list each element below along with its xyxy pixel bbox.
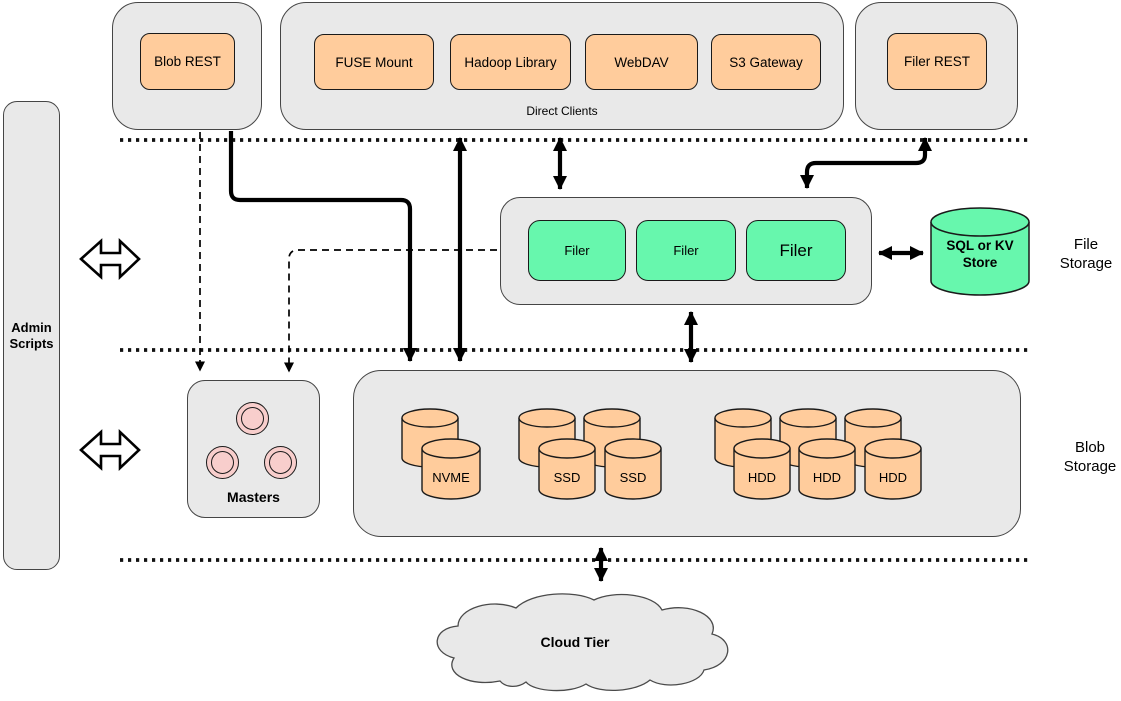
master-node-inner-icon	[241, 407, 264, 430]
dashed-filer-group-to-masters	[284, 249, 497, 373]
direct-clients-container: FUSE Mount Hadoop Library WebDAV S3 Gate…	[280, 2, 844, 130]
cloud-tier-label: Cloud Tier	[540, 634, 610, 650]
filer-node-1: Filer	[528, 220, 626, 281]
admin-file-storage-double-arrow-icon	[79, 237, 141, 281]
nvme-cylinder: NVME	[421, 438, 481, 500]
disk-cylinder-icon	[421, 438, 481, 500]
blob-storage-label: Blob Storage	[1063, 439, 1117, 475]
filer-rest-label: Filer REST	[903, 54, 970, 69]
disk-cylinder-icon	[798, 438, 856, 500]
webdav-node: WebDAV	[585, 34, 698, 90]
arrow-filer-rest-filer-group	[800, 137, 932, 189]
filer-label-1: Filer	[564, 243, 590, 258]
arrow-blob-rest-to-blob-storage	[228, 131, 417, 362]
hdd-cylinder-2: HDD	[798, 438, 856, 500]
filer-node-3: Filer	[746, 220, 846, 281]
admin-blob-storage-double-arrow-icon	[79, 428, 141, 472]
nvme-label: NVME	[432, 469, 470, 485]
filer-group-container: Filer Filer Filer	[500, 197, 872, 305]
hadoop-library-label: Hadoop Library	[464, 54, 557, 70]
master-node-icon	[236, 402, 269, 435]
blob-storage-container: NVME SSD	[353, 370, 1021, 537]
fuse-mount-label: FUSE Mount	[335, 54, 413, 70]
filer-node-2: Filer	[636, 220, 736, 281]
master-node-icon	[264, 446, 297, 479]
disk-cylinder-icon	[538, 438, 596, 500]
master-node-inner-icon	[269, 451, 292, 474]
admin-scripts-box: Admin Scripts	[3, 101, 60, 570]
hdd-label-3: HDD	[878, 469, 908, 485]
filer-label-2: Filer	[673, 243, 699, 258]
ssd-cylinder-2: SSD	[604, 438, 662, 500]
hdd-label-1: HDD	[747, 469, 777, 485]
master-node-icon	[206, 446, 239, 479]
cloud-icon	[436, 593, 729, 692]
database-cylinder-icon	[930, 207, 1030, 296]
file-storage-label: File Storage	[1059, 236, 1113, 272]
blob-rest-node: Blob REST	[140, 33, 235, 90]
sql-kv-store-cylinder: SQL or KV Store	[930, 207, 1030, 296]
disk-cylinder-icon	[733, 438, 791, 500]
hadoop-library-node: Hadoop Library	[450, 34, 571, 90]
s3-gateway-label: S3 Gateway	[729, 54, 803, 70]
hdd-label-2: HDD	[812, 469, 842, 485]
masters-label: Masters	[227, 489, 280, 505]
ssd-cylinder-1: SSD	[538, 438, 596, 500]
admin-scripts-label: Admin Scripts	[9, 319, 54, 351]
ssd-label-1: SSD	[553, 469, 581, 485]
sql-kv-store-label: SQL or KV Store	[946, 238, 1014, 270]
s3-gateway-node: S3 Gateway	[711, 34, 821, 90]
ssd-label-2: SSD	[619, 469, 647, 485]
disk-cylinder-icon	[604, 438, 662, 500]
blob-rest-container: Blob REST	[112, 2, 262, 130]
hdd-cylinder-1: HDD	[733, 438, 791, 500]
disk-cylinder-icon	[864, 438, 922, 500]
masters-container: Masters	[187, 380, 320, 518]
filer-rest-container: Filer REST	[855, 2, 1018, 130]
webdav-label: WebDAV	[614, 54, 669, 70]
blob-rest-label: Blob REST	[154, 54, 221, 69]
fuse-mount-node: FUSE Mount	[314, 34, 434, 90]
direct-clients-label: Direct Clients	[526, 104, 598, 118]
master-node-inner-icon	[211, 451, 234, 474]
cloud-tier-shape: Cloud Tier	[422, 588, 758, 696]
filer-rest-node: Filer REST	[887, 33, 987, 90]
filer-label-3: Filer	[779, 240, 813, 260]
hdd-cylinder-3: HDD	[864, 438, 922, 500]
